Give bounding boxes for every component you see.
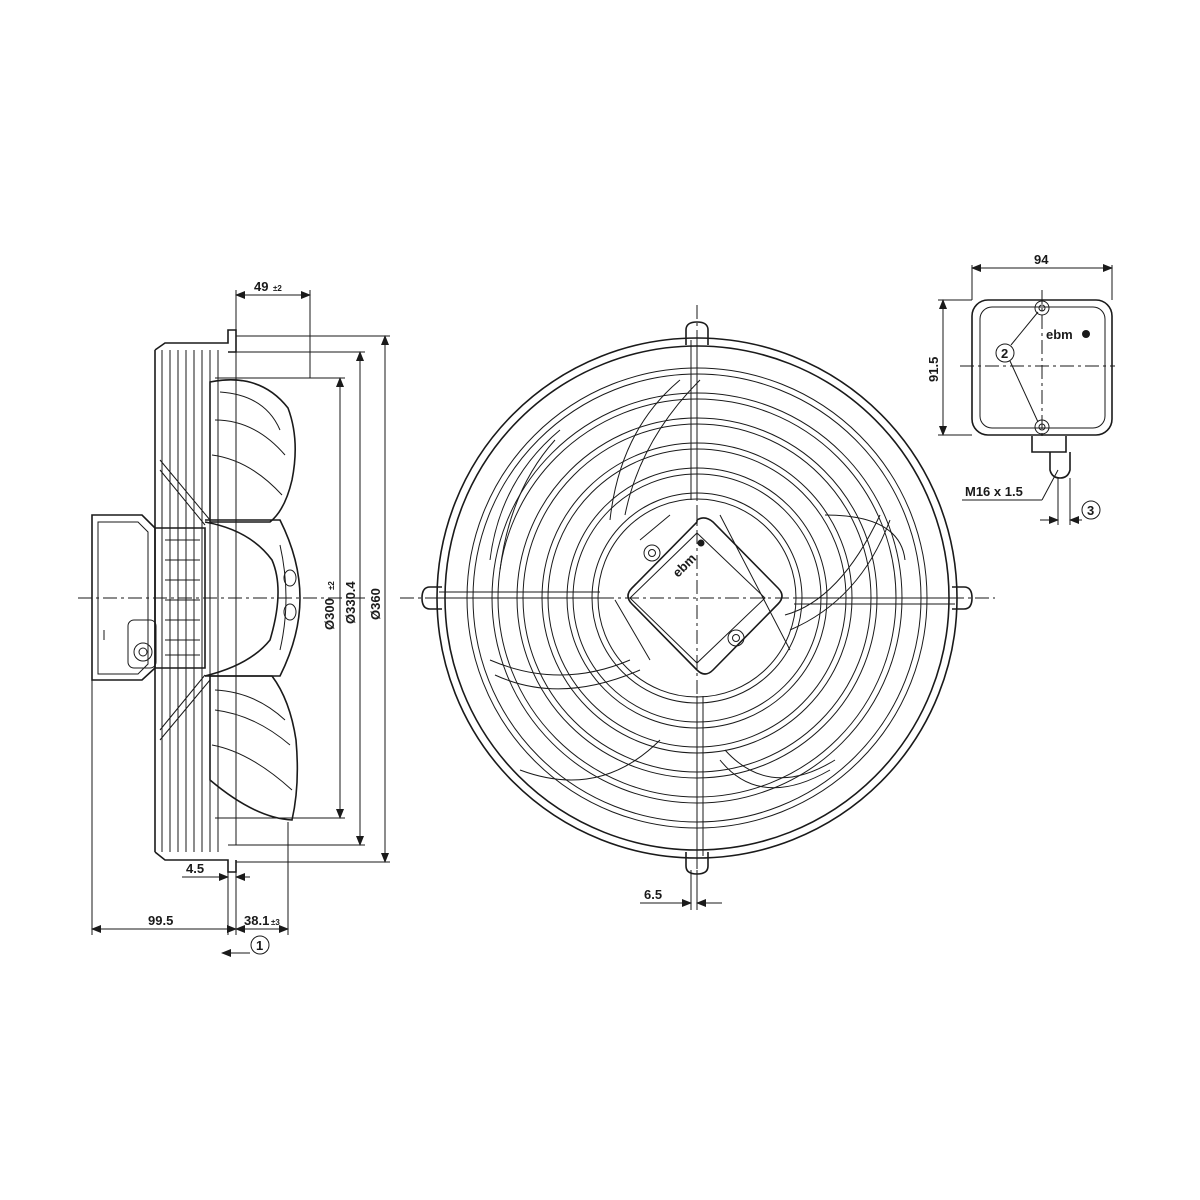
dim-99-5-label: 99.5 (148, 913, 173, 928)
dim-330-label: Ø330.4 (343, 581, 358, 624)
dim-49-tol: ±2 (273, 284, 282, 293)
callout-1: 1 (256, 938, 263, 953)
callout-1-circle (250, 935, 270, 955)
detail-brand-logo: ebm (1046, 327, 1073, 342)
fan-blades-front (489, 379, 906, 789)
side-view: 49 ±2 Ø300 ±2 Ø330.4 Ø360 (78, 279, 390, 957)
dim-6-5-label: 6.5 (644, 887, 662, 902)
callout-2: 2 (1001, 346, 1008, 361)
callout-2-circle (995, 343, 1015, 363)
guard-spokes (439, 340, 955, 856)
dim-bottom-side: 4.5 99.5 38.1 ±3 1 (91, 680, 289, 957)
dim-38-1-label: 38.1 (244, 913, 269, 928)
dim-94-label: 94 (1034, 252, 1049, 267)
front-terminal-box: ebm (614, 514, 791, 675)
front-view: ebm 6.5 (400, 305, 995, 910)
motor-hub (155, 519, 301, 677)
callout-3: 3 (1087, 503, 1094, 518)
dim-360-label: Ø360 (368, 588, 383, 620)
dim-49: 49 ±2 (235, 279, 311, 378)
dim-38-1-tol: ±3 (271, 918, 280, 927)
dim-300-label: Ø300 (322, 598, 337, 630)
dim-300-tol: ±2 (327, 581, 336, 590)
dim-6-5: 6.5 (640, 870, 722, 910)
dim-91-5-label: 91.5 (926, 357, 941, 382)
callout-3-circle (1081, 500, 1101, 520)
fan-blades-side (204, 379, 299, 821)
thread-label: M16 x 1.5 (965, 484, 1023, 499)
dim-4-5-label: 4.5 (186, 861, 204, 876)
dim-49-label: 49 (254, 279, 268, 294)
dim-diameters: Ø300 ±2 Ø330.4 Ø360 (215, 335, 390, 863)
terminal-box-detail: ebm 2 94 91.5 M16 x 1.5 3 (926, 252, 1115, 525)
